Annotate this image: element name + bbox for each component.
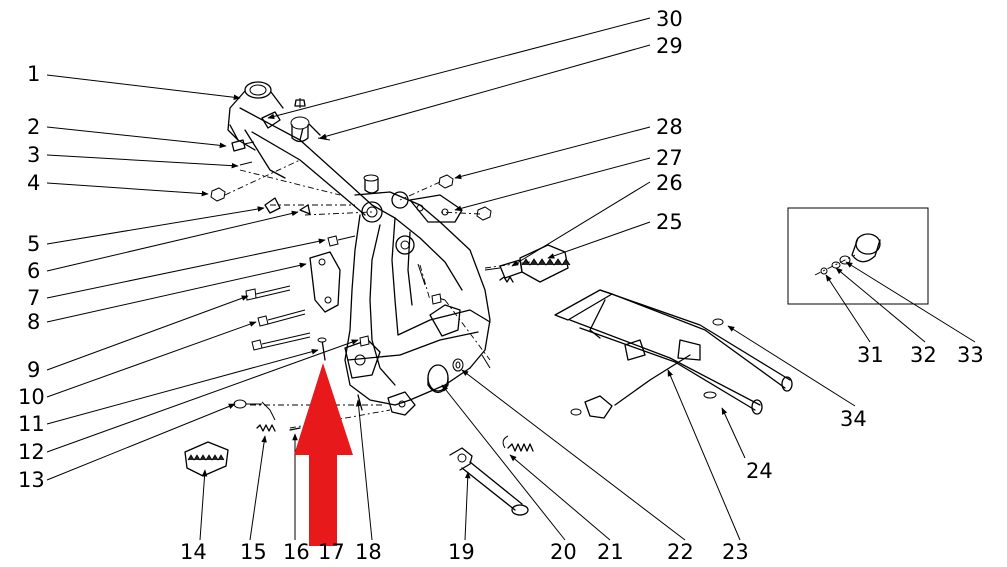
hardware	[210, 98, 492, 432]
inset-box	[787, 207, 929, 305]
label-23: 23	[722, 540, 749, 564]
highlight-arrow	[294, 363, 353, 546]
label-22: 22	[667, 540, 694, 564]
side-stand	[449, 435, 534, 516]
label-29: 29	[656, 34, 683, 58]
label-7: 7	[27, 286, 40, 310]
label-34: 34	[840, 407, 867, 431]
label-31: 31	[857, 343, 884, 367]
footpeg-left	[184, 441, 229, 477]
label-10: 10	[18, 385, 45, 409]
label-13: 13	[18, 468, 45, 492]
label-1: 1	[27, 62, 40, 86]
label-33: 33	[957, 343, 984, 367]
label-28: 28	[656, 115, 683, 139]
label-2: 2	[27, 115, 40, 139]
label-19: 19	[448, 540, 475, 564]
label-26: 26	[656, 171, 683, 195]
label-32: 32	[910, 343, 937, 367]
label-30: 30	[656, 7, 683, 31]
label-24: 24	[746, 459, 773, 483]
label-25: 25	[656, 210, 683, 234]
label-15: 15	[240, 540, 267, 564]
label-21: 21	[597, 540, 624, 564]
label-12: 12	[18, 440, 45, 464]
label-11: 11	[18, 412, 45, 436]
label-20: 20	[550, 540, 577, 564]
leader-lines	[46, 17, 976, 541]
red-up-arrow	[294, 363, 353, 546]
label-16: 16	[283, 540, 310, 564]
footpeg-right	[484, 244, 571, 283]
part-labels: 1 2 3 4 5 6 7 8 9 10 11 12 13 14 15 16 1…	[18, 7, 984, 564]
label-17: 17	[318, 540, 345, 564]
label-8: 8	[27, 310, 40, 334]
label-6: 6	[27, 259, 40, 283]
label-3: 3	[27, 143, 40, 167]
label-9: 9	[27, 358, 40, 382]
label-5: 5	[27, 232, 40, 256]
label-27: 27	[656, 146, 683, 170]
rear-subframe	[554, 289, 793, 419]
label-4: 4	[27, 171, 40, 195]
main-frame	[227, 81, 491, 416]
label-14: 14	[180, 540, 207, 564]
label-18: 18	[355, 540, 382, 564]
